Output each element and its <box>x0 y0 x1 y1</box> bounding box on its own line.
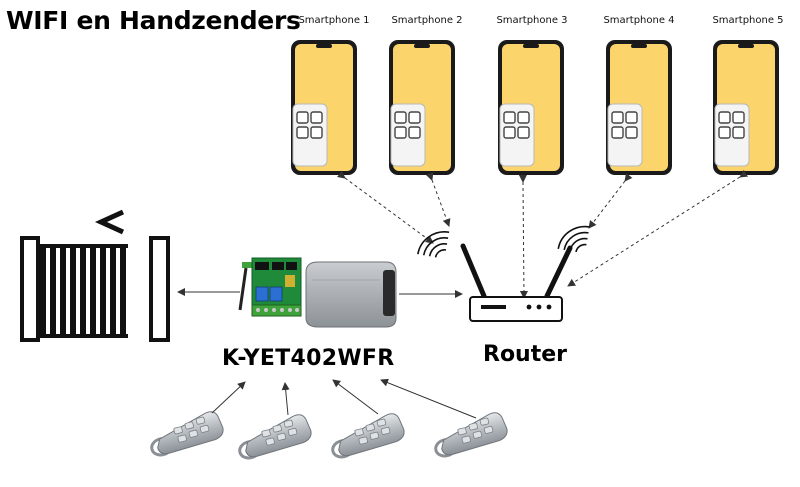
smartphone-5-icon <box>712 39 780 176</box>
remote-links <box>211 378 477 419</box>
remote-control-icon-2 <box>233 411 316 462</box>
arrow-chevron-icon <box>94 209 125 235</box>
smartphone-2-icon <box>388 39 456 176</box>
smartphone-1-icon <box>290 39 358 176</box>
link-phone-4 <box>588 173 633 229</box>
smartphone-4-icon <box>605 39 673 176</box>
remote-control-icon-1 <box>145 408 228 459</box>
smartphone-4-label: Smartphone 4 <box>603 15 675 26</box>
smartphone-1-label: Smartphone 1 <box>298 15 370 26</box>
link-remote-4 <box>380 378 477 419</box>
remote-control-icon-4 <box>429 409 512 460</box>
smartphone-3-icon <box>497 39 565 176</box>
remote-control-icon-3 <box>326 410 409 461</box>
page-title: WIFI en Handzenders <box>6 6 301 35</box>
smartphone-3-label: Smartphone 3 <box>496 15 568 26</box>
link-phone-3 <box>518 174 528 299</box>
gate-icon <box>20 209 170 342</box>
relay-board-icon <box>238 257 302 317</box>
receiver-label: K-YET402WFR <box>222 346 395 371</box>
wifi-signal-icon-right <box>557 221 591 255</box>
link-phone-2 <box>425 172 451 227</box>
receiver-housing-icon <box>305 261 397 328</box>
link-remote-2 <box>281 382 290 416</box>
link-phone-1 <box>336 170 434 244</box>
router-label: Router <box>483 342 568 367</box>
wifi-links <box>336 169 749 299</box>
wifi-signal-icon-left <box>417 226 450 260</box>
link-phone-5 <box>567 169 749 287</box>
router-icon <box>460 243 573 322</box>
smartphone-2-label: Smartphone 2 <box>391 15 463 26</box>
link-remote-1 <box>211 381 246 414</box>
smartphone-5-label: Smartphone 5 <box>712 15 784 26</box>
link-remote-3 <box>332 379 379 415</box>
